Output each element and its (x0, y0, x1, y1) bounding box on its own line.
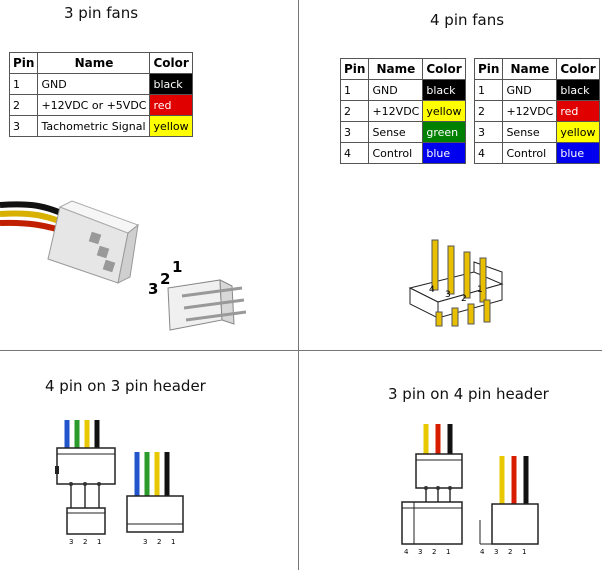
title-3-pin-on-4-pin-header: 3 pin on 4 pin header (388, 385, 549, 403)
pin-name: Sense (368, 121, 424, 143)
pin-color: yellow (422, 100, 466, 122)
pin-number: 3 (473, 121, 504, 143)
header-pin-label: 2 (508, 548, 512, 556)
pin-number: 3 (339, 121, 370, 143)
header-pin-label: 3 (69, 538, 73, 546)
horizontal-divider (0, 350, 602, 351)
three-pin-header-illustration: 3 2 1 (148, 258, 247, 331)
pin-color: blue (422, 142, 466, 164)
pin-name: Control (502, 142, 558, 164)
header-pin-label: 2 (157, 538, 161, 546)
header-pin-label: 3 (143, 538, 147, 546)
pin-name: GND (502, 79, 558, 101)
header-pin: Pin (339, 58, 370, 80)
pin-color: yellow (149, 115, 193, 137)
table-row: 2 +12VDC yellow (339, 100, 466, 122)
table-row: 2 +12VDC or +5VDC red (8, 94, 193, 116)
header-pin-label: 1 (171, 538, 175, 546)
table-header-row: Pin Name Color (339, 58, 466, 80)
table-row: 1 GND black (473, 79, 600, 101)
header-pin-label: 1 (477, 285, 483, 295)
header-pin-label: 2 (83, 538, 87, 546)
header-pin-label: 1 (522, 548, 526, 556)
pin-color: yellow (556, 121, 600, 143)
table-header-row: Pin Name Color (8, 52, 193, 74)
header-pin-label: 2 (160, 270, 170, 288)
header-pin-label: 2 (461, 294, 467, 304)
four-pin-table-b: Pin Name Color 1 GND black 2 +12VDC red … (473, 58, 600, 164)
pin-number: 1 (8, 73, 39, 95)
pin-number: 2 (8, 94, 39, 116)
header-pin-label: 1 (172, 258, 182, 276)
pin-color: red (556, 100, 600, 122)
header-pin-label: 3 (148, 280, 158, 298)
header-pin-label: 4 (480, 548, 485, 556)
four-pin-header-illustration: 4 3 2 1 (408, 239, 504, 327)
three-pin-table: Pin Name Color 1 GND black 2 +12VDC or +… (8, 52, 193, 137)
pin-number: 2 (339, 100, 370, 122)
header-pin-label: 3 (445, 290, 451, 300)
pin-number: 4 (339, 142, 370, 164)
table-row: 4 Control blue (339, 142, 466, 164)
pin-color: black (422, 79, 466, 101)
header-pin-label: 4 (404, 548, 409, 556)
table-row: 3 Sense green (339, 121, 466, 143)
header-color: Color (149, 52, 193, 74)
pin-color: black (556, 79, 600, 101)
header-color: Color (556, 58, 600, 80)
three-pin-plug-illustration (0, 200, 140, 284)
pin-number: 1 (473, 79, 504, 101)
header-pin-label: 1 (97, 538, 101, 546)
header-color: Color (422, 58, 466, 80)
pin-name: +12VDC (368, 100, 424, 122)
pin-name: GND (368, 79, 424, 101)
title-4-pin-fans: 4 pin fans (430, 11, 505, 29)
vertical-divider (298, 0, 299, 570)
table-row: 3 Sense yellow (473, 121, 600, 143)
table-row: 3 Tachometric Signal yellow (8, 115, 193, 137)
pin-number: 3 (8, 115, 39, 137)
pin-color: red (149, 94, 193, 116)
pin-number: 2 (473, 100, 504, 122)
header-pin-label: 3 (418, 548, 422, 556)
header-pin-label: 1 (446, 548, 450, 556)
header-name: Name (368, 58, 424, 80)
header-pin: Pin (8, 52, 39, 74)
pin-number: 4 (473, 142, 504, 164)
header-name: Name (37, 52, 151, 74)
title-3-pin-fans: 3 pin fans (64, 4, 139, 22)
four-pin-table-a: Pin Name Color 1 GND black 2 +12VDC yell… (339, 58, 466, 164)
pin-name: Sense (502, 121, 558, 143)
pin-name: +12VDC (502, 100, 558, 122)
header-pin-label: 2 (432, 548, 436, 556)
pin-name: +12VDC or +5VDC (37, 94, 151, 116)
pin-number: 1 (339, 79, 370, 101)
title-4-pin-on-3-pin-header: 4 pin on 3 pin header (45, 377, 206, 395)
table-header-row: Pin Name Color (473, 58, 600, 80)
header-pin-label: 3 (494, 548, 498, 556)
table-row: 1 GND black (8, 73, 193, 95)
table-row: 1 GND black (339, 79, 466, 101)
pin-name: Control (368, 142, 424, 164)
four-pin-on-three-pin-header-diagram: 3 2 1 3 2 1 (55, 420, 184, 546)
pin-color: blue (556, 142, 600, 164)
pin-color: black (149, 73, 193, 95)
header-name: Name (502, 58, 558, 80)
pin-name: GND (37, 73, 151, 95)
table-row: 4 Control blue (473, 142, 600, 164)
three-pin-on-four-pin-header-diagram: 4 3 2 1 4 3 2 1 (401, 424, 539, 556)
table-row: 2 +12VDC red (473, 100, 600, 122)
header-pin: Pin (473, 58, 504, 80)
header-pin-label: 4 (429, 285, 435, 295)
pin-name: Tachometric Signal (37, 115, 151, 137)
pin-color: green (422, 121, 466, 143)
